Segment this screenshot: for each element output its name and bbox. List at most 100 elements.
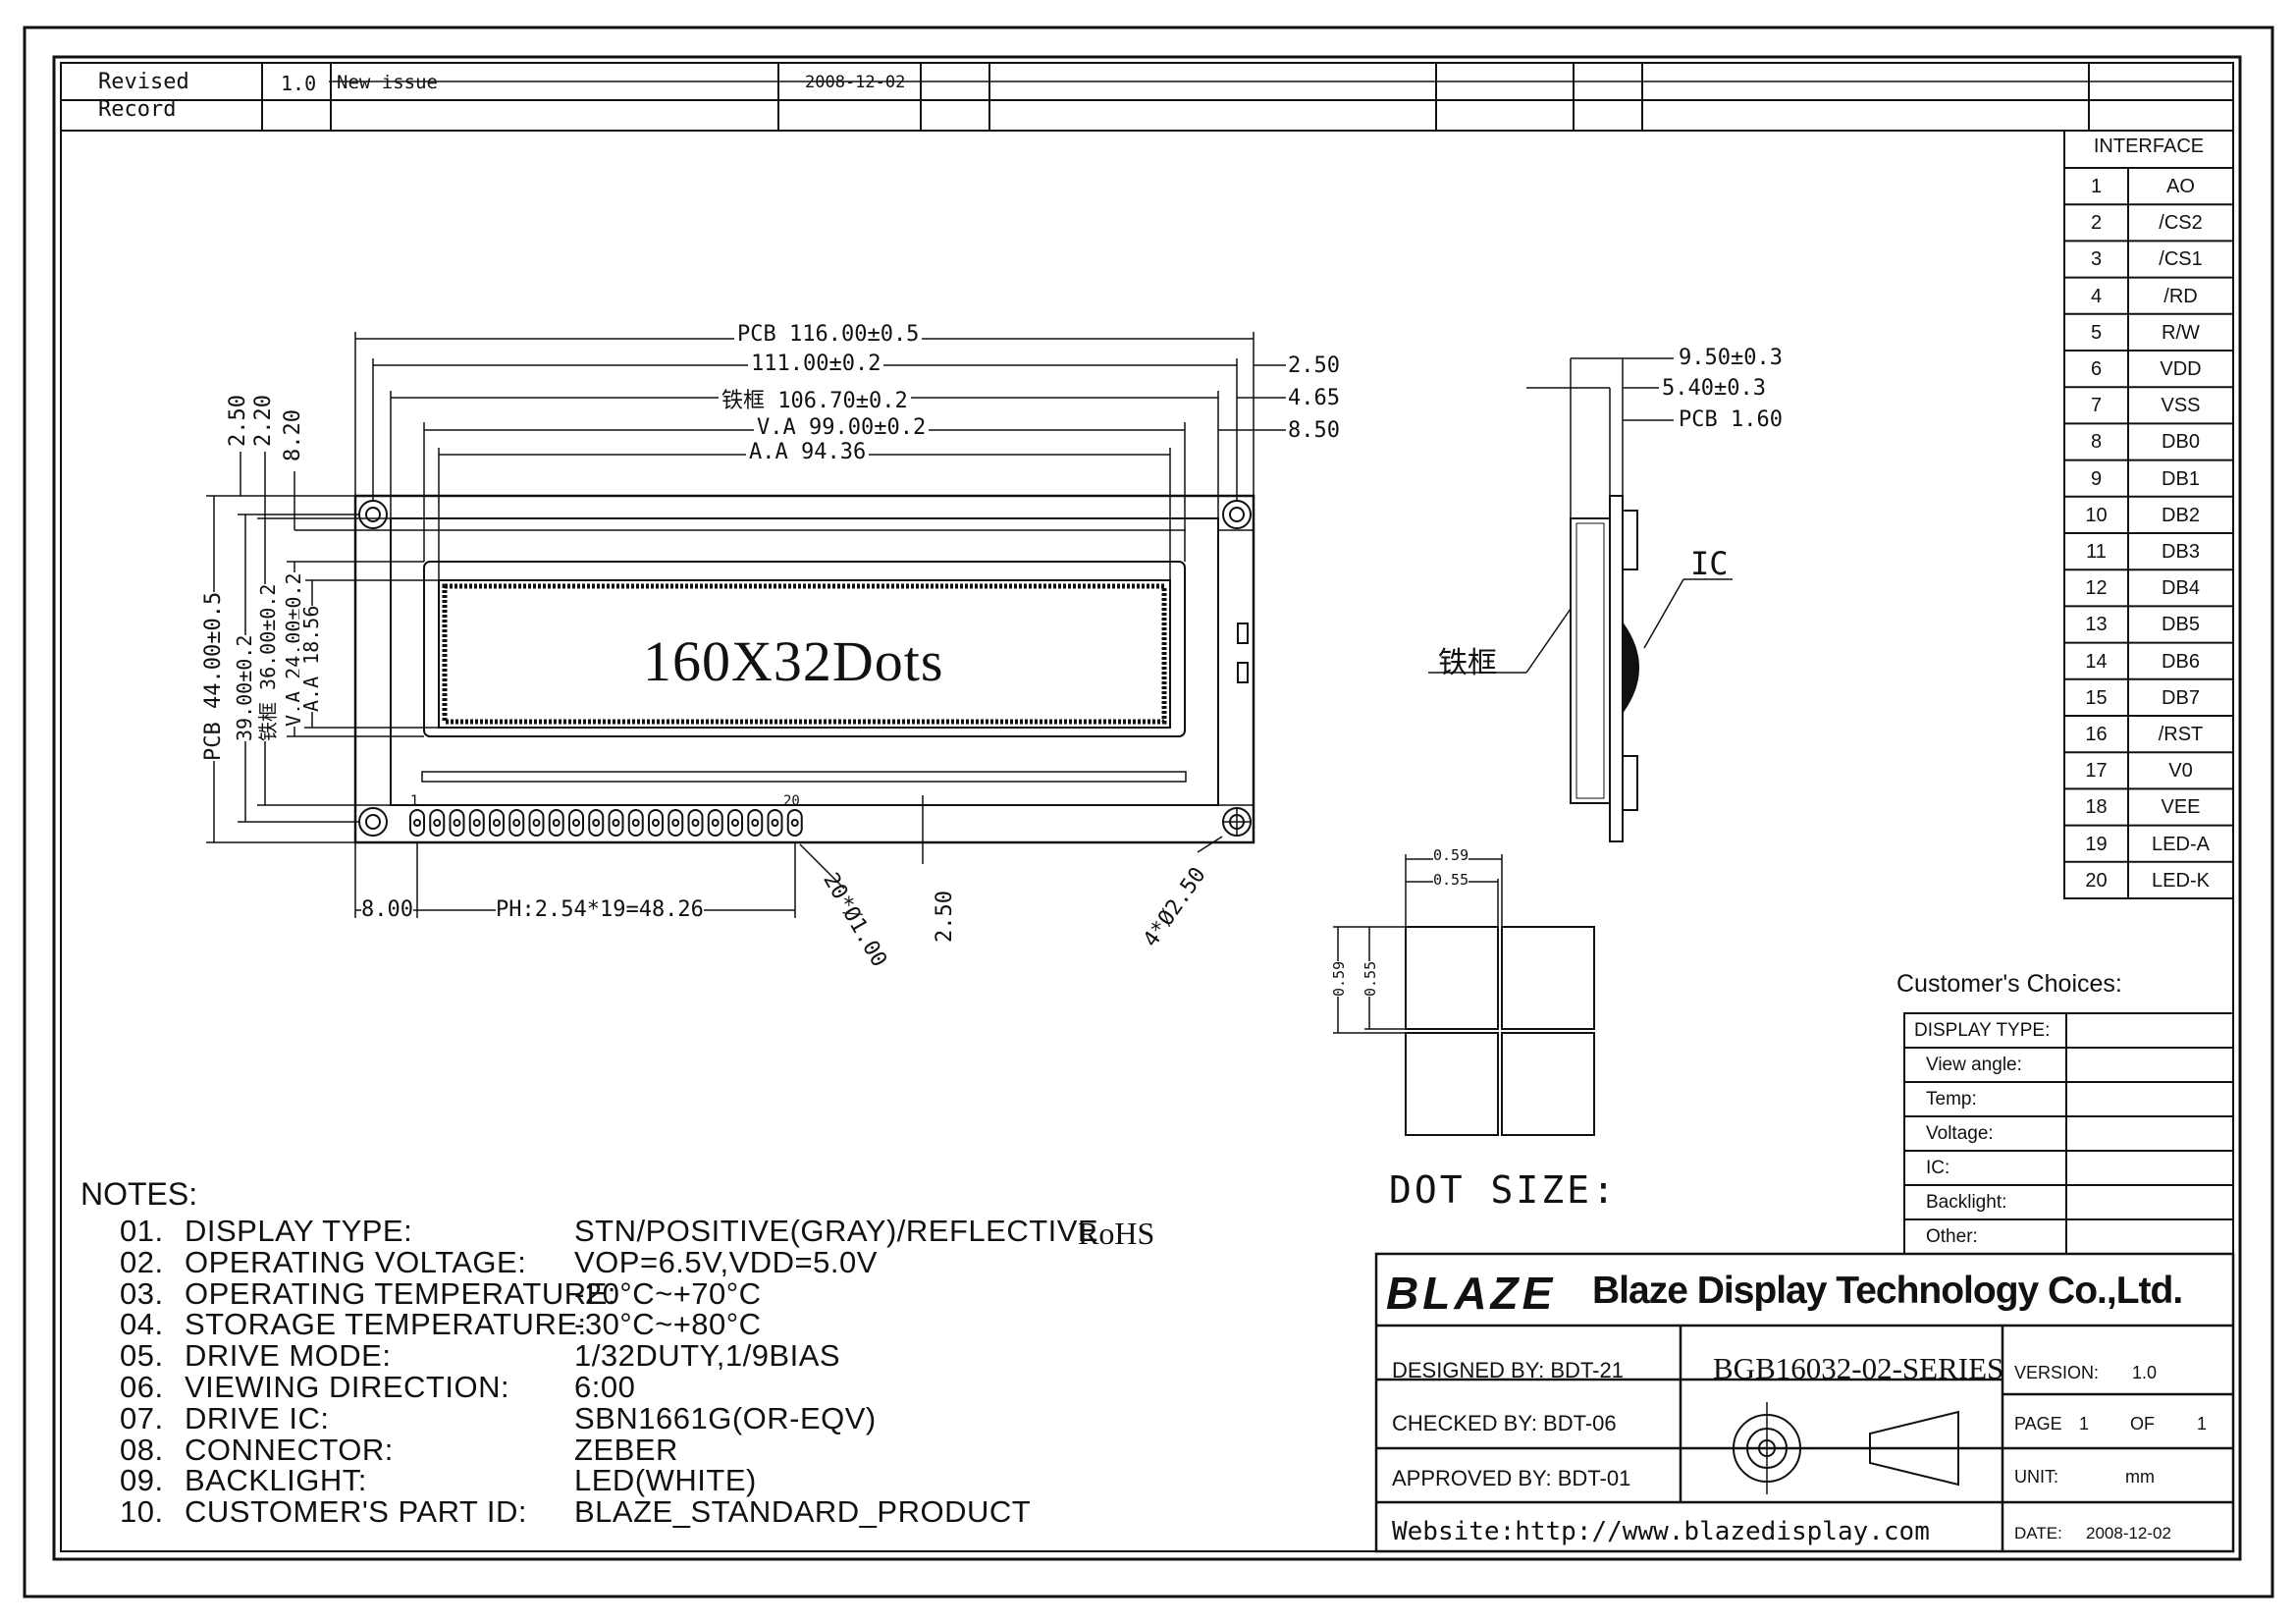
dim-pitch: PH:2.54*19=48.26: [496, 897, 704, 922]
revision-label: Revised Record: [98, 69, 189, 124]
pin-hole: [472, 819, 481, 827]
of-label: OF: [2130, 1414, 2155, 1434]
note-number: 03.: [120, 1275, 164, 1311]
pin-number: 16: [2085, 724, 2108, 745]
mount-hole: [1222, 500, 1252, 529]
pin-hole: [652, 819, 660, 827]
choice-label: IC:: [1926, 1158, 1950, 1178]
revision-label-line: Revised: [98, 70, 189, 94]
pin-signal: DB5: [2162, 614, 2200, 636]
dim-right-2: 4.65: [1288, 386, 1340, 410]
pin-hole: [790, 819, 799, 827]
note-value: STN/POSITIVE(GRAY)/REFLECTIVE: [574, 1214, 1099, 1248]
note-value: 1/32DUTY,1/9BIAS: [574, 1338, 841, 1374]
note-label: DRIVE MODE:: [185, 1338, 392, 1374]
note-label: DRIVE IC:: [185, 1400, 330, 1435]
pin-signal: /RD: [2163, 285, 2198, 307]
note-value: -20°C~+70°C: [574, 1275, 762, 1311]
rohs-label: RoHS: [1078, 1216, 1155, 1251]
note-number: 07.: [120, 1400, 164, 1435]
pin-number: 1: [2090, 176, 2103, 197]
active-area: [438, 579, 1171, 729]
dot-dim-height: 0.55: [1362, 960, 1379, 997]
choice-label: Other:: [1926, 1226, 1978, 1247]
pin-signal: /CS1: [2159, 248, 2203, 271]
pin-label-20: 20: [783, 793, 800, 809]
note-number: 01.: [120, 1214, 164, 1248]
side-pcb: [1609, 495, 1624, 842]
designed-by: DESIGNED BY: BDT-21: [1392, 1358, 1624, 1382]
pin-hole: [552, 819, 561, 827]
pin-hole: [612, 819, 620, 827]
connector-pin: [409, 809, 425, 837]
note-value: ZEBER: [574, 1432, 678, 1467]
connector-pin: [627, 809, 644, 837]
pcb-outline: [353, 494, 1255, 844]
note-label: OPERATING TEMPERATURE:: [185, 1275, 616, 1311]
dim-side-thickness: 9.50±0.3: [1679, 346, 1783, 370]
pin-number: 12: [2085, 577, 2108, 600]
dot-dim-width: 0.55: [1433, 871, 1469, 889]
pin-signal: AO: [2166, 176, 2195, 197]
dim-bottom-offset: 2.50: [933, 891, 957, 943]
pin-signal: LED-A: [2152, 833, 2210, 855]
dim-right-1: 2.50: [1288, 353, 1340, 378]
page-total: 1: [2197, 1414, 2208, 1434]
connector-pins: [409, 809, 803, 837]
pin-number: 13: [2085, 614, 2108, 636]
pin-hole: [592, 819, 601, 827]
pin-number: 19: [2085, 833, 2108, 855]
connector-pin: [667, 809, 684, 837]
dim-frame-width: 铁框 106.70±0.2: [719, 383, 911, 414]
pin-number: 14: [2085, 650, 2108, 673]
pin-signal: DB1: [2162, 467, 2200, 490]
dim-va-width: V.A 99.00±0.2: [754, 415, 930, 440]
pin-number: 10: [2085, 504, 2108, 526]
note-value: 6:00: [574, 1370, 636, 1404]
choice-label: Voltage:: [1926, 1123, 1994, 1144]
pin-signal: VDD: [2160, 358, 2202, 380]
pin-number: 15: [2085, 686, 2108, 709]
page-number: 1: [2079, 1414, 2090, 1434]
version-label: VERSION:: [2014, 1363, 2100, 1382]
pin-hole: [572, 819, 580, 827]
dot-dim-pitch: 0.59: [1433, 846, 1469, 864]
note-value: LED(WHITE): [574, 1463, 757, 1498]
side-view: [1428, 357, 1733, 842]
pin-signal: DB3: [2162, 541, 2200, 563]
pin-number: 8: [2090, 431, 2103, 454]
note-number: 05.: [120, 1338, 164, 1374]
pin-hole: [413, 819, 421, 827]
interface-title: INTERFACE: [2093, 135, 2205, 157]
revision-version: 1.0: [281, 72, 317, 95]
checked-by: CHECKED BY: BDT-06: [1392, 1411, 1617, 1435]
connector-pin: [747, 809, 764, 837]
dim-right-3: 8.50: [1288, 418, 1340, 443]
dim-left-top-2: 2.20: [251, 395, 276, 447]
dim-frame-height: 铁框 36.00±0.2: [252, 583, 281, 741]
pin-label-1: 1: [410, 793, 419, 809]
pin-signal: VSS: [2161, 395, 2201, 417]
dim-aa-height: A.A 18.56: [299, 605, 323, 712]
note-label: DISPLAY TYPE:: [185, 1214, 413, 1248]
pin-number: 7: [2090, 395, 2103, 417]
connector-pin: [568, 809, 584, 837]
inner-frame: [52, 55, 2242, 1561]
pin-signal: DB6: [2162, 650, 2200, 673]
note-label: VIEWING DIRECTION:: [185, 1370, 510, 1404]
unit-value: mm: [2125, 1467, 2155, 1487]
pin-hole: [711, 819, 720, 827]
choice-label: View angle:: [1926, 1055, 2022, 1075]
pin-hole: [532, 819, 541, 827]
note-number: 09.: [120, 1463, 164, 1498]
note-number: 04.: [120, 1307, 164, 1342]
pin-number: 5: [2090, 321, 2103, 344]
connector-pin: [588, 809, 605, 837]
pin-hole: [731, 819, 739, 827]
pin-hole: [771, 819, 779, 827]
display-resolution-label: 160X32Dots: [643, 629, 944, 693]
revision-label-line: Record: [98, 97, 177, 122]
pin-number: 2: [2090, 212, 2103, 235]
connector-pin: [508, 809, 525, 837]
note-value: -30°C~+80°C: [574, 1307, 762, 1342]
